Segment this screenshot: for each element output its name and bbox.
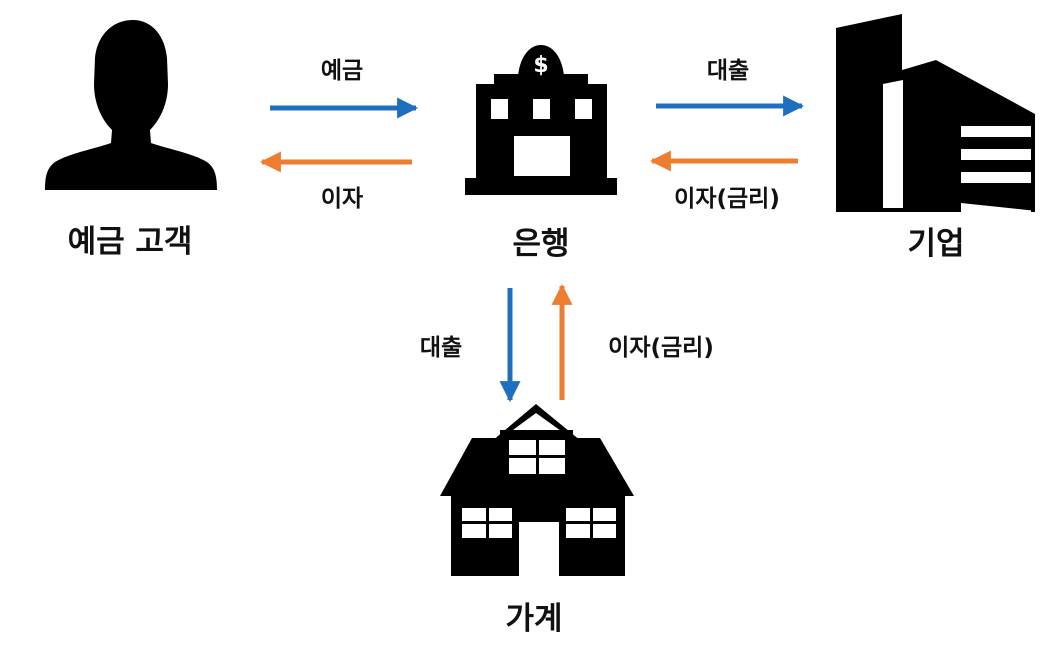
company-interest-flow-label: 이자(금리) [674, 186, 780, 212]
household-label: 가계 [505, 601, 563, 637]
person-silhouette-icon [45, 20, 217, 190]
company-label: 기업 [907, 226, 965, 262]
company-loan-flow-label: 대출 [706, 58, 750, 84]
bank-building-icon: $ [465, 45, 617, 195]
bank-label: 은행 [512, 226, 570, 262]
deposit-flow-label: 예금 [320, 58, 364, 84]
household-interest-flow-label: 이자(금리) [608, 335, 714, 361]
depositor-label: 예금 고객 [67, 224, 193, 260]
dollar-sign-icon: $ [533, 53, 548, 78]
depositor-interest-flow-label: 이자 [320, 186, 364, 212]
house-icon [440, 404, 634, 576]
household-loan-flow-label: 대출 [419, 335, 463, 361]
office-building-icon [836, 14, 1035, 223]
